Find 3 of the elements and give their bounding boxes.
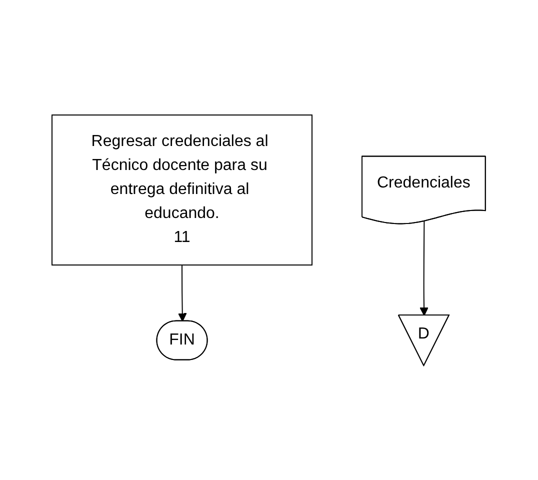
arrow: [420, 220, 429, 316]
node-box: Regresar credenciales al Técnico docente para su entrega definitiva al educando. 11: [52, 114, 313, 266]
arrow: [178, 264, 188, 322]
